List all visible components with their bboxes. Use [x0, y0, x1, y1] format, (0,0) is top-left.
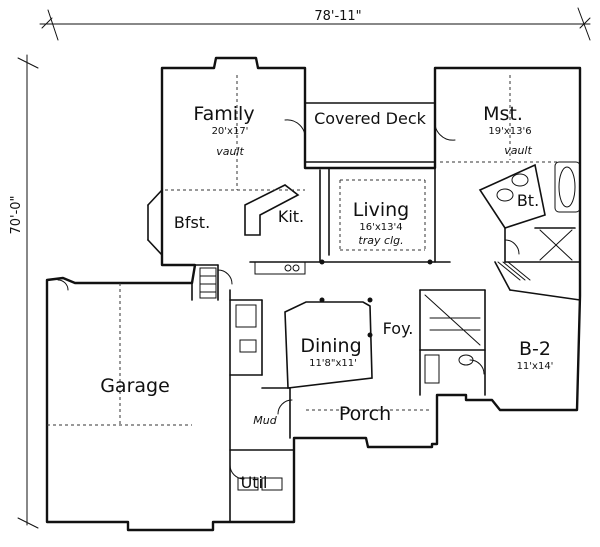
ceiling-dashed-lines — [47, 75, 575, 426]
dining-label: Dining — [300, 335, 361, 357]
width-dimension-label: 78'-11" — [314, 9, 361, 24]
family-label: Family — [193, 103, 254, 125]
kit-label: Kit. — [278, 207, 304, 226]
dining-size: 11'8"x11' — [309, 358, 357, 369]
stair-hatch — [497, 261, 531, 281]
util-label: Util — [241, 473, 268, 492]
family-size: 20'x17' — [212, 126, 249, 137]
covered-deck-label: Covered Deck — [314, 109, 427, 128]
living-size: 16'x13'4 — [359, 222, 402, 233]
fixtures — [199, 161, 581, 491]
columns — [319, 259, 433, 338]
bfst-label: Bfst. — [174, 213, 210, 232]
foyer-label: Foy. — [383, 319, 414, 338]
family-note: vault — [216, 145, 244, 158]
exterior-wall-outline — [45, 56, 582, 532]
mud-label: Mud — [253, 414, 277, 427]
width-dimension-line — [39, 7, 591, 41]
bed2-size: 11'x14' — [517, 361, 554, 372]
garage-label: Garage — [100, 375, 170, 397]
door-swings — [57, 119, 520, 480]
porch-label: Porch — [339, 403, 391, 425]
living-label: Living — [353, 199, 410, 221]
living-note: tray clg. — [358, 234, 403, 247]
depth-dimension-line — [17, 54, 39, 529]
bed2-label: B-2 — [519, 338, 551, 360]
bath-label: Bt. — [517, 191, 539, 210]
master-note: vault — [504, 144, 532, 157]
interior-walls — [147, 102, 581, 523]
master-size: 19'x13'6 — [488, 126, 531, 137]
master-label: Mst. — [483, 103, 523, 125]
depth-dimension-label: 70'-0" — [9, 195, 24, 234]
